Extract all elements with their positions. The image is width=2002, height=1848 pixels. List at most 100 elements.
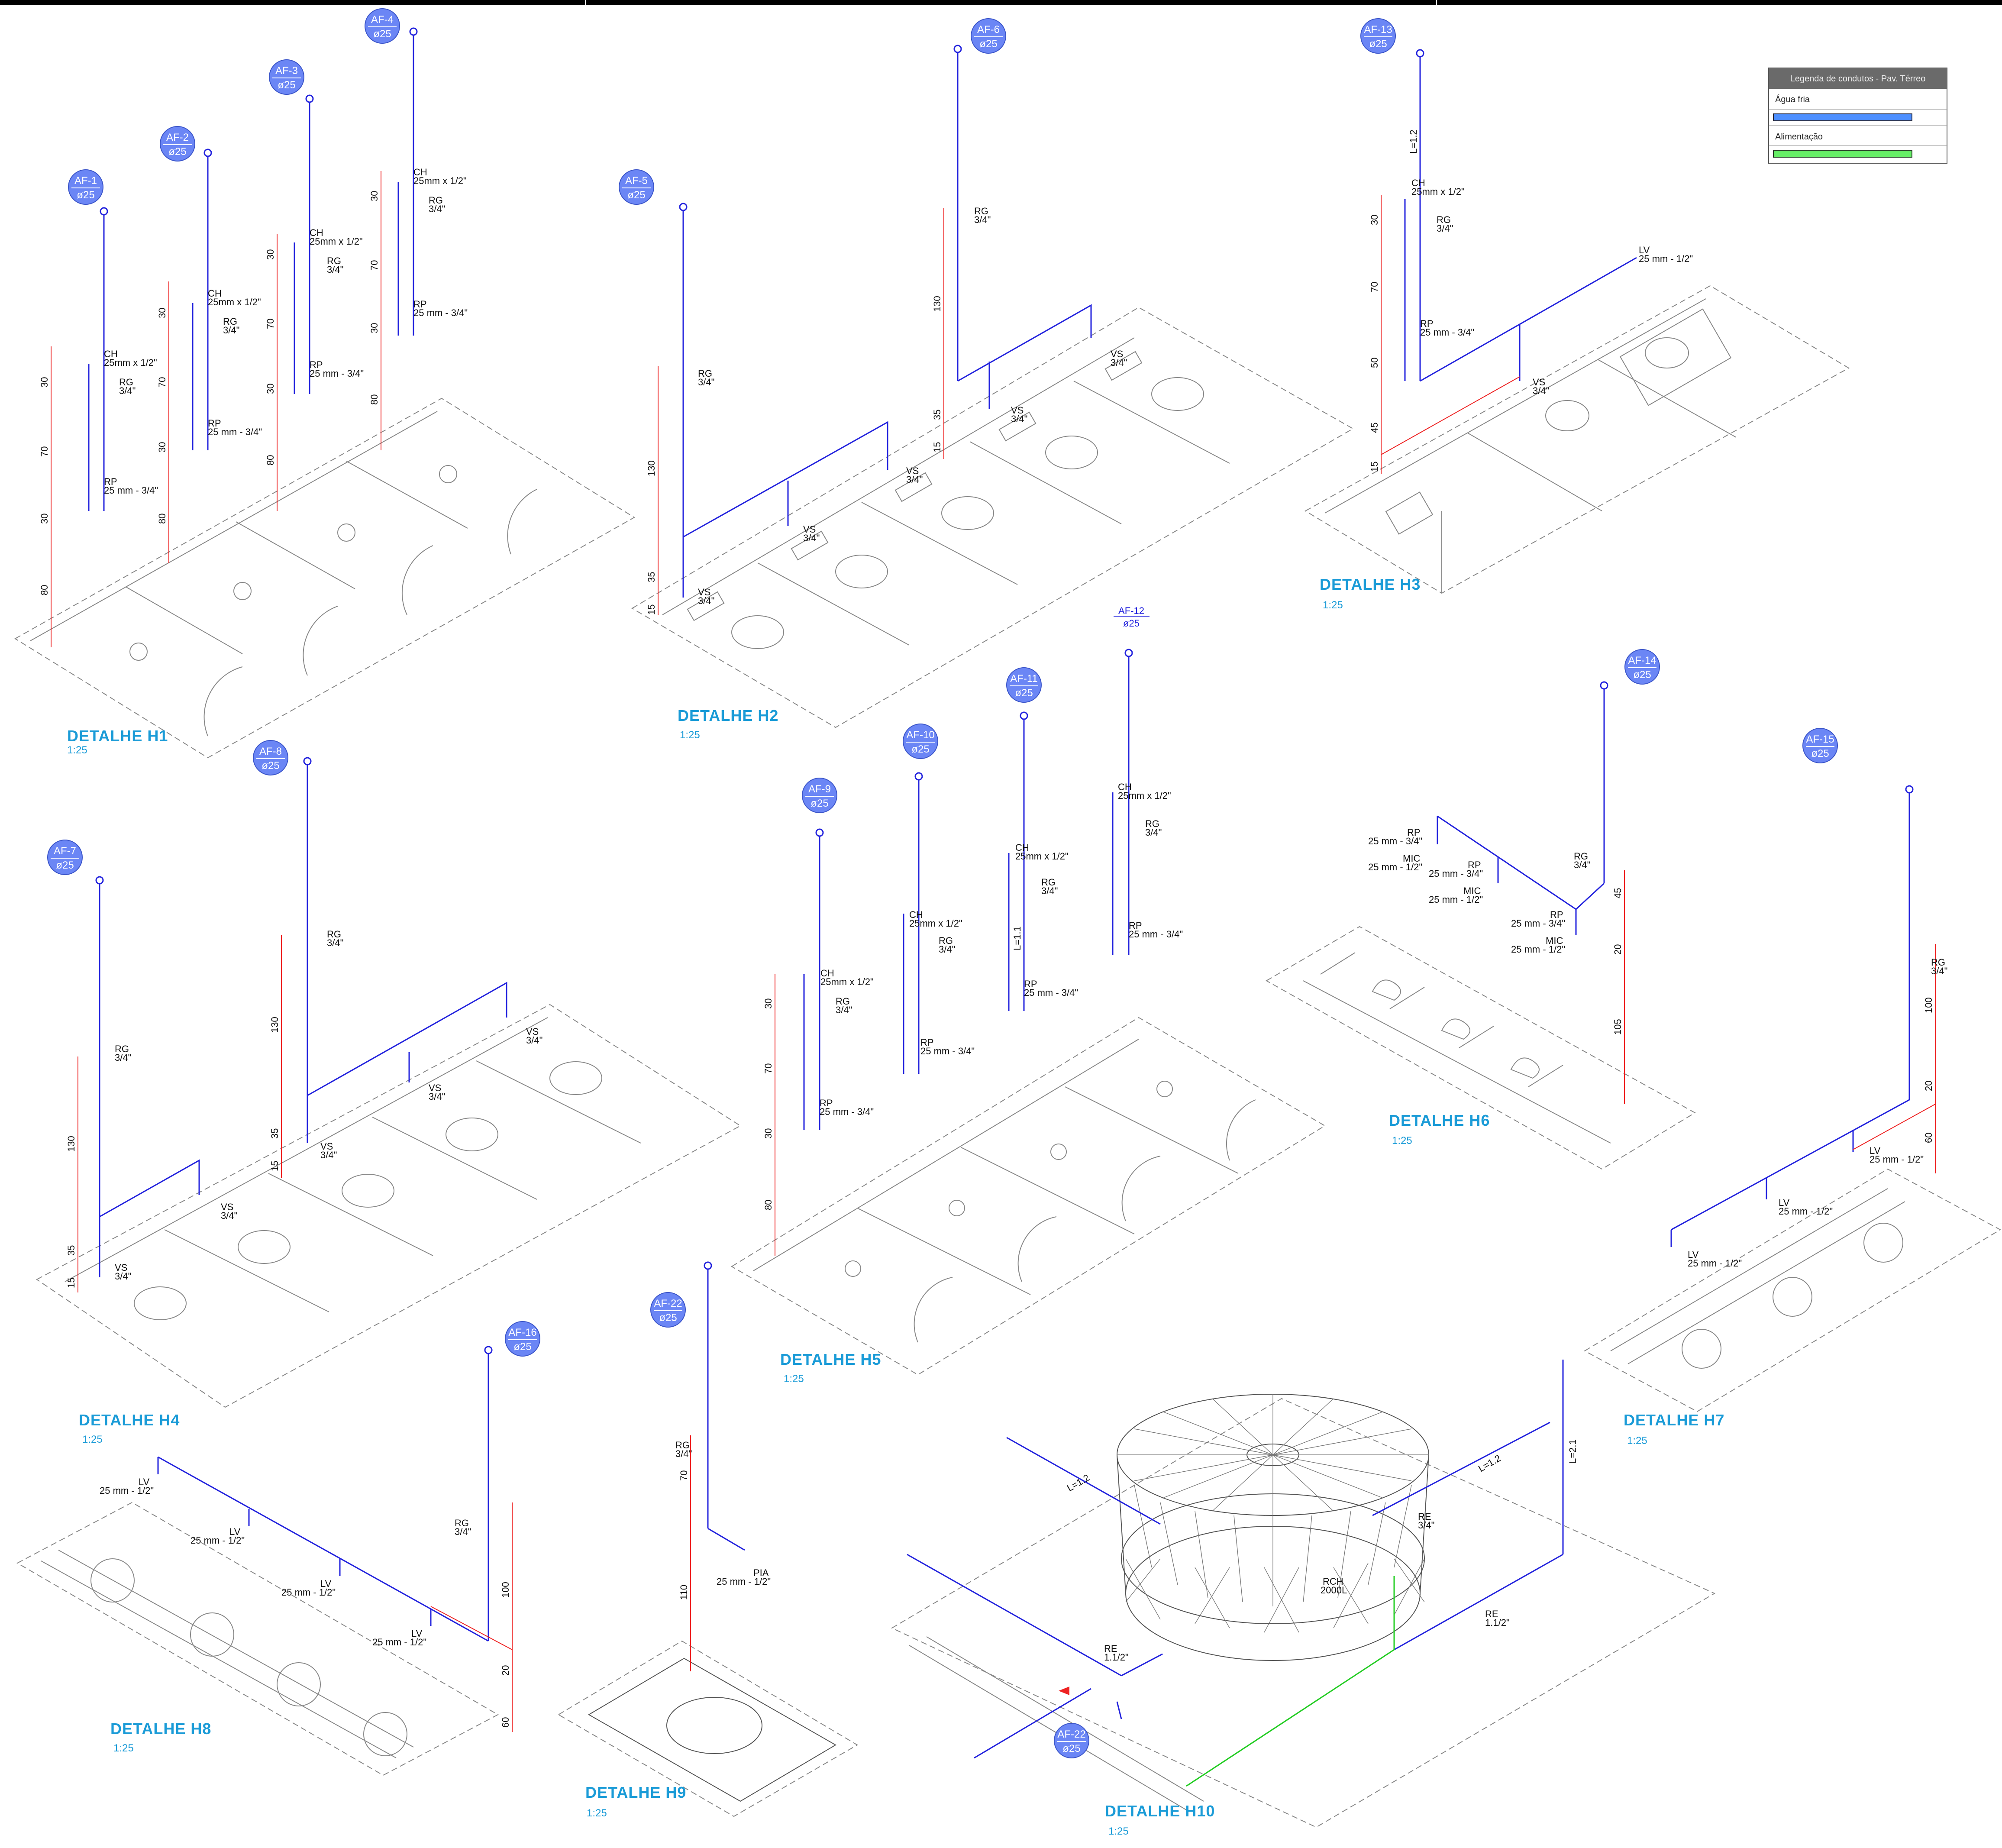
svg-text:AF-12: AF-12 [1118,605,1144,616]
svg-text:RE: RE [1485,1609,1498,1619]
svg-text:3/4": 3/4" [906,474,923,485]
riser-bubble-diameter: ø25 [513,1341,531,1353]
riser-bubble-id: AF-22 [1057,1728,1085,1740]
svg-text:RG: RG [223,316,237,327]
svg-text:15: 15 [932,442,943,452]
svg-text:RP: RP [920,1037,934,1048]
svg-text:2000L: 2000L [1321,1585,1347,1596]
svg-text:60: 60 [500,1717,511,1728]
detail-h8-scale: 1:25 [113,1742,134,1754]
svg-text:15: 15 [66,1278,77,1288]
riser-bubble-diameter: ø25 [278,79,295,91]
svg-text:70: 70 [39,446,50,457]
svg-text:3/4": 3/4" [1011,414,1027,424]
svg-text:CH: CH [208,288,222,299]
svg-text:25mm x 1/2": 25mm x 1/2" [1015,851,1069,862]
svg-text:20: 20 [500,1665,511,1676]
svg-text:3/4": 3/4" [698,595,714,606]
svg-text:CH: CH [104,349,118,359]
svg-text:35: 35 [269,1128,280,1139]
svg-text:RG: RG [974,206,988,216]
tag-af-12: AF-12 ø25 [1114,605,1150,629]
svg-text:25mm x 1/2": 25mm x 1/2" [208,297,261,307]
svg-text:25 mm - 3/4": 25 mm - 3/4" [1420,327,1474,338]
detail-h7: 100 20 60 RG 3/4" LV 25 mm - 1/2" LV 25 … [1583,785,2002,1447]
svg-text:25mm x 1/2": 25mm x 1/2" [1118,790,1171,801]
svg-text:25 mm - 3/4": 25 mm - 3/4" [1511,918,1565,929]
detail-h9: 70 110 RG 3/4" PIA 25 mm - 1/2" DETALHE … [558,1261,858,1819]
svg-text:RP: RP [1407,827,1421,838]
svg-text:30: 30 [265,384,276,394]
svg-text:3/4": 3/4" [429,1091,445,1102]
svg-text:PIA: PIA [753,1567,769,1578]
svg-text:70: 70 [1369,282,1380,292]
svg-text:25 mm - 3/4": 25 mm - 3/4" [920,1046,975,1056]
riser-bubble-id: AF-9 [808,783,831,795]
riser-bubble-diameter: ø25 [56,859,74,871]
riser-bubble-id: AF-16 [508,1327,536,1338]
svg-text:L=1.1: L=1.1 [1012,926,1023,950]
sheet-top-border [0,0,2002,5]
svg-text:1.1/2": 1.1/2" [1104,1652,1129,1663]
svg-text:LV: LV [411,1628,423,1639]
svg-text:CH: CH [310,227,323,238]
svg-text:MIC: MIC [1546,935,1563,946]
svg-text:RP: RP [1129,920,1142,931]
svg-text:20: 20 [1923,1081,1934,1091]
riser-bubble-id: AF-8 [259,746,282,757]
svg-text:CH: CH [1118,782,1132,792]
svg-text:LV: LV [1779,1197,1790,1208]
svg-text:25 mm - 3/4": 25 mm - 3/4" [413,307,468,318]
svg-text:80: 80 [157,514,168,524]
svg-text:3/4": 3/4" [327,264,343,275]
svg-text:CH: CH [1015,842,1029,853]
svg-text:RCH: RCH [1323,1576,1343,1587]
svg-text:LV: LV [320,1578,332,1589]
svg-text:3/4": 3/4" [1931,966,1947,976]
svg-text:RG: RG [119,377,133,388]
svg-text:25 mm - 3/4": 25 mm - 3/4" [310,368,364,379]
svg-text:70: 70 [369,260,380,271]
svg-text:30: 30 [157,308,168,318]
svg-text:3/4": 3/4" [1111,357,1127,368]
riser-bubble-id: AF-3 [275,65,298,77]
svg-text:RG: RG [1041,877,1056,888]
svg-text:80: 80 [369,394,380,405]
svg-text:70: 70 [678,1470,689,1481]
detail-h10-title: DETALHE H10 [1105,1802,1215,1820]
svg-text:25 mm - 3/4": 25 mm - 3/4" [1429,868,1483,879]
svg-text:25 mm - 1/2": 25 mm - 1/2" [717,1576,771,1587]
svg-text:130: 130 [646,460,657,476]
svg-text:80: 80 [763,1200,774,1210]
riser-bubble-id: AF-2 [166,132,189,143]
svg-text:3/4": 3/4" [327,937,343,948]
svg-text:3/4": 3/4" [1437,223,1453,234]
svg-text:LV: LV [1639,245,1650,255]
svg-text:70: 70 [265,319,276,329]
svg-text:25mm x 1/2": 25mm x 1/2" [909,918,962,929]
svg-text:25 mm - 1/2": 25 mm - 1/2" [281,1587,336,1598]
svg-text:L=1.2: L=1.2 [1065,1472,1091,1493]
svg-text:35: 35 [66,1245,77,1256]
svg-text:3/4": 3/4" [119,385,136,396]
svg-text:15: 15 [646,604,657,615]
svg-text:RG: RG [1145,818,1159,829]
svg-text:3/4": 3/4" [223,325,239,336]
svg-text:RG: RG [429,195,443,206]
detail-h5: 30 70 30 80 L=1.1 CH 25mm x 1/2" RG 3/4"… [731,649,1326,1385]
svg-text:3/4": 3/4" [803,533,820,543]
svg-text:RP: RP [413,299,427,310]
detail-h10-scale: 1:25 [1108,1825,1129,1837]
svg-text:RG: RG [1931,957,1945,968]
riser-bubble-id: AF-5 [625,175,648,187]
svg-text:L=1.2: L=1.2 [1476,1453,1503,1474]
svg-text:25 mm - 1/2": 25 mm - 1/2" [1429,894,1483,905]
svg-text:CH: CH [909,909,923,920]
